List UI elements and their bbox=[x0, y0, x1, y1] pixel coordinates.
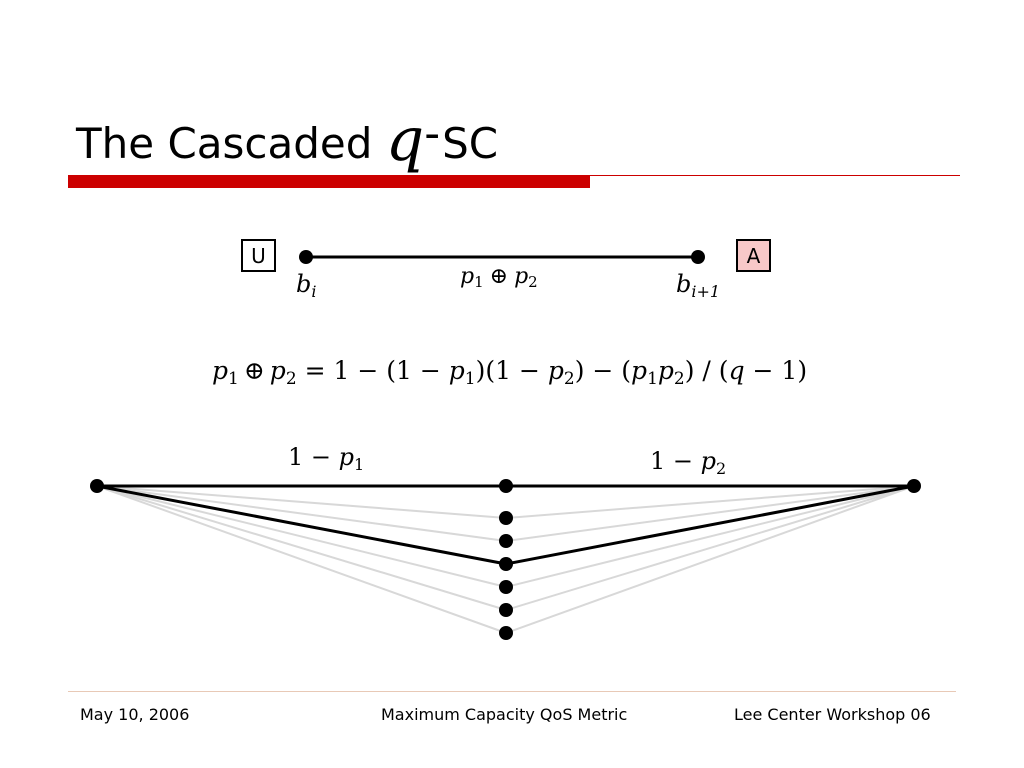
footer-event: Lee Center Workshop 06 bbox=[734, 705, 931, 724]
bottom-edge-left bbox=[96, 484, 507, 566]
faint-edge bbox=[96, 485, 507, 611]
bottom-edge-right bbox=[505, 484, 915, 566]
node-bi1 bbox=[691, 250, 705, 264]
cascade-middle-node bbox=[499, 557, 513, 571]
faint-edge bbox=[505, 485, 915, 542]
faint-edge bbox=[505, 485, 915, 634]
solid-edges bbox=[96, 484, 915, 566]
a-box-label: A bbox=[747, 244, 761, 268]
u-box-label: U bbox=[251, 244, 266, 268]
node-bi1-label: bi+1 bbox=[676, 270, 720, 301]
cascade-middle-node bbox=[499, 534, 513, 548]
formula: p1⊕p2 = 1 − (1 − p1)(1 − p2) − (p1p2) / … bbox=[212, 356, 807, 389]
footer-title: Maximum Capacity QoS Metric bbox=[381, 705, 628, 724]
cascade-middle-node bbox=[499, 479, 513, 493]
cascade-left-node bbox=[90, 479, 104, 493]
title-underline-thin bbox=[590, 175, 960, 176]
faint-edges bbox=[96, 485, 915, 634]
faint-edge bbox=[96, 485, 507, 588]
faint-edge bbox=[96, 485, 507, 542]
left-edge-label: 1 − p1 bbox=[288, 443, 364, 474]
a-box bbox=[736, 239, 771, 272]
title-suffix: SC bbox=[442, 119, 499, 168]
faint-edge bbox=[505, 485, 915, 611]
faint-edge bbox=[505, 485, 915, 519]
title-underline-thick bbox=[68, 175, 590, 188]
title-prefix: The Cascaded bbox=[76, 119, 373, 168]
cascade-middle-node bbox=[499, 626, 513, 640]
footer-date: May 10, 2006 bbox=[80, 705, 190, 724]
cascade-right-node bbox=[907, 479, 921, 493]
u-box bbox=[241, 239, 276, 272]
link-label: p1⊕p2 bbox=[460, 264, 538, 291]
title-dash: - bbox=[424, 108, 441, 159]
node-bi bbox=[299, 250, 313, 264]
cascade-middle-node bbox=[499, 511, 513, 525]
footer-divider bbox=[68, 691, 956, 692]
cascade-middle-node bbox=[499, 580, 513, 594]
faint-edge bbox=[96, 485, 507, 519]
cascade-middle-node bbox=[499, 603, 513, 617]
title-variable-q: q bbox=[385, 105, 425, 175]
slide-title: The Cascaded q-SC bbox=[76, 108, 498, 174]
cascade-nodes bbox=[90, 479, 921, 640]
node-bi-label: bi bbox=[296, 270, 317, 301]
faint-edge bbox=[505, 485, 915, 588]
right-edge-label: 1 − p2 bbox=[650, 447, 726, 478]
faint-edge bbox=[96, 485, 507, 634]
